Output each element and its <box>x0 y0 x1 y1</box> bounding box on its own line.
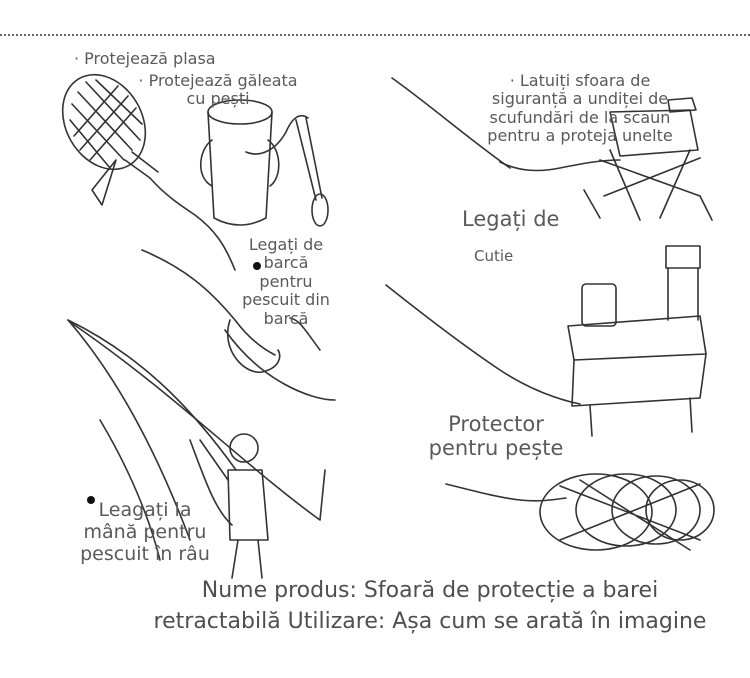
label-boat: Legați de barcă pentru pescuit din barcă <box>242 235 330 328</box>
dotted-divider <box>0 34 750 36</box>
chair-rod-drawing <box>391 77 713 221</box>
landing-net-drawing <box>61 73 236 271</box>
river-angler-drawing <box>67 319 326 579</box>
product-description: Nume produs: Sfoară de protecție a barei… <box>153 578 707 634</box>
bullet-dot <box>253 262 261 270</box>
label-fish-protector: Protector pentru pește <box>428 412 564 461</box>
label-protect-net: · Protejează plasa <box>74 49 216 68</box>
tackle-box-drawing <box>385 245 707 437</box>
keep-net-drawing <box>445 473 715 551</box>
label-hand: Leagați la mână pentru pescuit în râu <box>80 499 210 565</box>
bucket-drawing <box>199 99 329 227</box>
boat-rod-drawing <box>141 249 336 401</box>
bullet-dot <box>87 496 95 504</box>
label-chair: · Latuiți sfoara de siguranță a undiței … <box>487 71 673 146</box>
label-box-sub: Cutie <box>474 247 514 265</box>
label-box-title: Legați de <box>462 207 560 231</box>
label-protect-bucket: · Protejează găleata cu pești <box>138 71 298 109</box>
